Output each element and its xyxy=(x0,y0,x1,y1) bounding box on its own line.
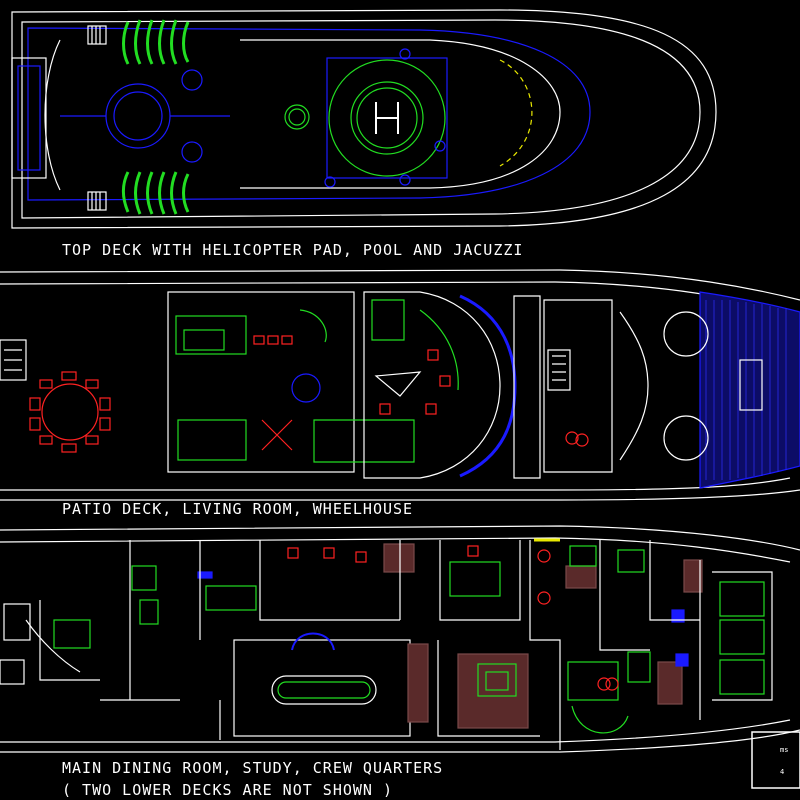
helipad-letter-mark xyxy=(375,102,399,134)
deck-hatch xyxy=(284,104,310,130)
caption-main-deck: MAIN DINING ROOM, STUDY, CREW QUARTERS xyxy=(62,759,443,777)
top-deck-side-rail xyxy=(240,39,561,189)
main-dining-room xyxy=(233,639,411,737)
title-block-stamp xyxy=(751,731,800,789)
aft-dining-table xyxy=(41,383,99,441)
top-deck-stair-forward xyxy=(87,25,107,45)
top-deck-inner-outline xyxy=(21,19,701,219)
caption-main-deck-note: ( TWO LOWER DECKS ARE NOT SHOWN ) xyxy=(62,781,393,799)
helipad-letter: H xyxy=(387,123,388,125)
top-deck-superstructure xyxy=(27,27,591,201)
jacuzzi xyxy=(105,83,171,149)
living-room xyxy=(167,291,355,473)
galley-area xyxy=(383,543,703,729)
stamp-line-2: 4 xyxy=(780,768,784,776)
top-deck-stair-aft xyxy=(87,191,107,211)
aft-dining-chairs xyxy=(29,371,111,453)
main-deck-spiral-stair xyxy=(291,632,335,651)
aft-sunbed xyxy=(11,57,47,179)
wheelhouse-bridge xyxy=(459,294,517,478)
forward-lounge-seating xyxy=(122,19,190,65)
helipad-circle xyxy=(328,59,446,177)
patio-foredeck xyxy=(699,291,800,489)
main-deck-hull-outline xyxy=(0,525,800,753)
spiral-stair xyxy=(291,373,321,403)
patio-deck-hull-outline xyxy=(0,269,800,501)
caption-top-deck: TOP DECK WITH HELICOPTER PAD, POOL AND J… xyxy=(62,241,523,259)
caption-patio-deck: PATIO DECK, LIVING ROOM, WHEELHOUSE xyxy=(62,500,413,518)
top-deck-hull-outline xyxy=(11,9,717,229)
top-deck-yellow-dash xyxy=(499,59,533,167)
patio-deck-plan xyxy=(0,269,800,501)
top-deck-plan xyxy=(11,9,717,229)
main-deck-plan xyxy=(0,525,800,789)
stamp-line-1: ms xyxy=(780,746,788,754)
dining-table xyxy=(271,675,377,705)
aft-lounge-seating xyxy=(122,171,190,215)
helipad-square xyxy=(326,57,448,179)
